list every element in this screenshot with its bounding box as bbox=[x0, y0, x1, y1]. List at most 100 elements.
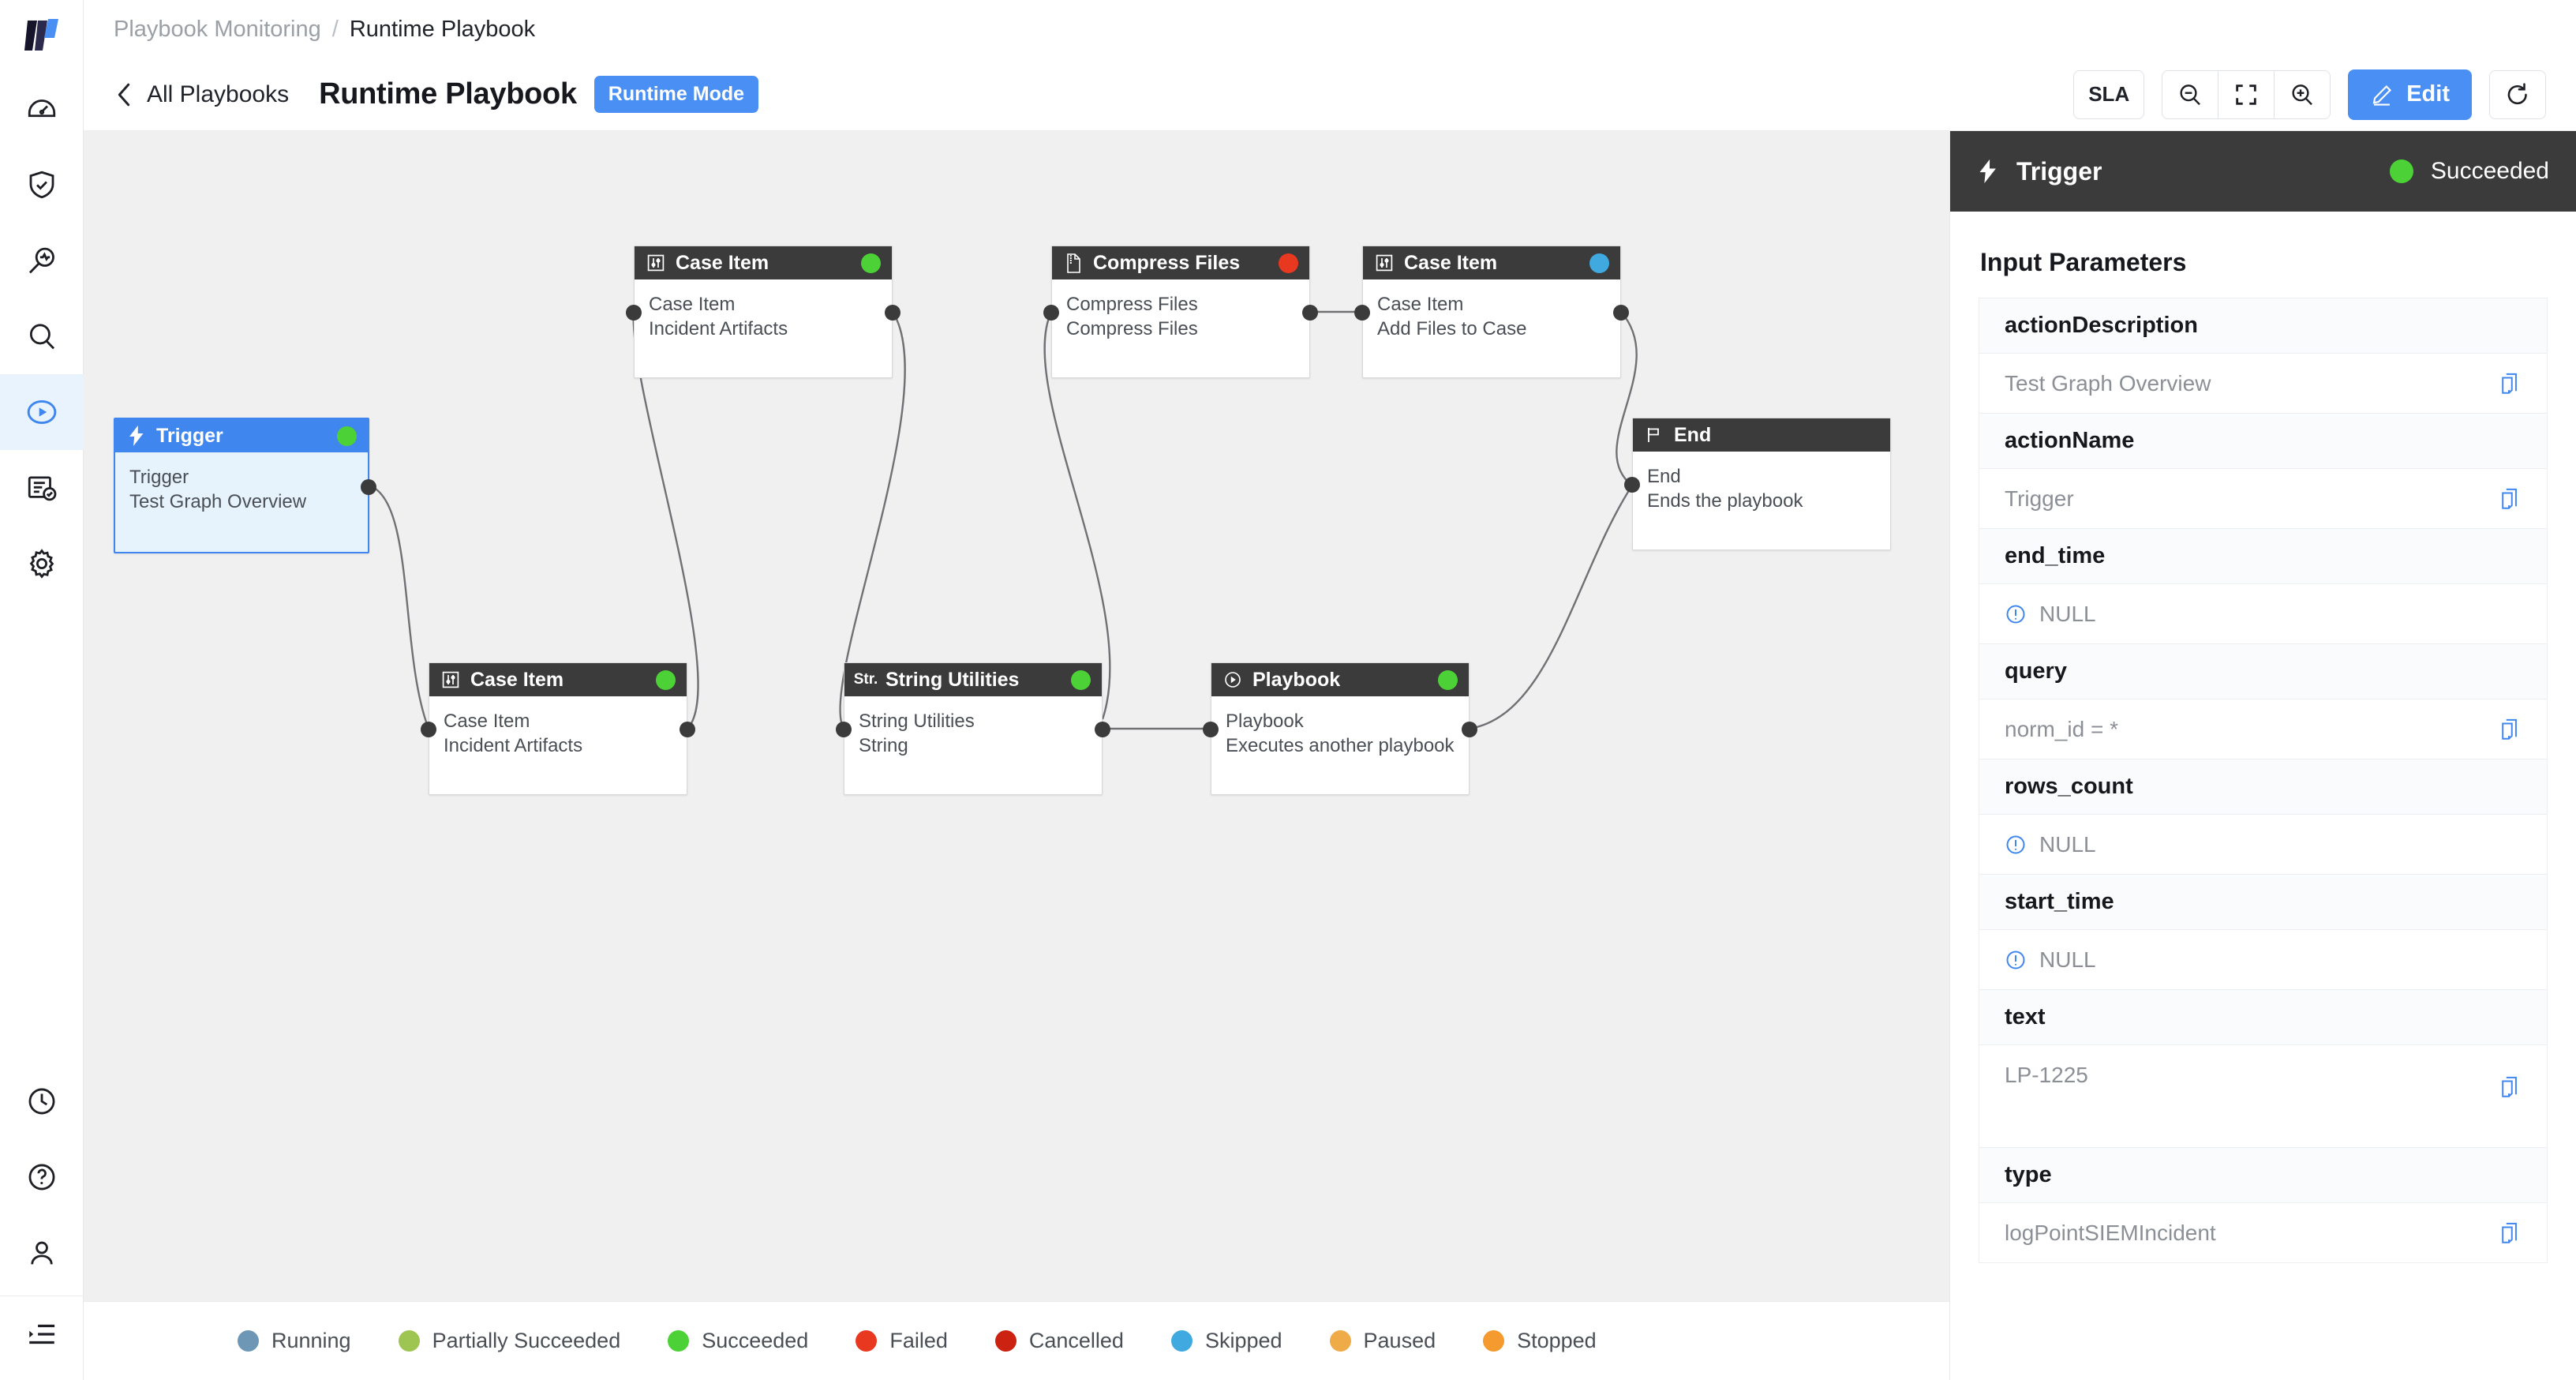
sliders-icon bbox=[646, 253, 666, 273]
sidebar-item-help[interactable] bbox=[0, 1139, 84, 1215]
param-value: Trigger bbox=[2005, 486, 2074, 511]
sidebar-item-history[interactable] bbox=[0, 1063, 84, 1139]
node-status-dot bbox=[1438, 669, 1458, 690]
lightning-icon bbox=[1977, 159, 1999, 184]
zoom-out-button[interactable] bbox=[2162, 69, 2219, 119]
node-port-in[interactable] bbox=[836, 722, 852, 737]
graph-node-playbook[interactable]: Playbook Playbook Executes another playb… bbox=[1203, 662, 1477, 795]
fit-to-screen-button[interactable] bbox=[2218, 69, 2275, 119]
param-value-row[interactable]: norm_id = * bbox=[1979, 699, 2547, 759]
sidebar-item-investigate[interactable] bbox=[0, 223, 84, 298]
logpoint-logo[interactable] bbox=[0, 0, 84, 71]
refresh-button[interactable] bbox=[2489, 69, 2546, 119]
node-body: Case Item Incident Artifacts bbox=[635, 279, 892, 341]
playbook-graph-canvas[interactable]: Trigger Trigger Test Graph Overview bbox=[84, 131, 1949, 1380]
copy-icon[interactable] bbox=[2499, 718, 2522, 741]
node-status-dot bbox=[1071, 669, 1091, 690]
node-port-out[interactable] bbox=[361, 479, 376, 495]
node-header: Compress Files bbox=[1052, 246, 1309, 279]
node-body: End Ends the playbook bbox=[1633, 452, 1890, 513]
breadcrumb-parent[interactable]: Playbook Monitoring bbox=[114, 16, 321, 42]
sidebar-item-security[interactable] bbox=[0, 147, 84, 223]
legend-label: Succeeded bbox=[702, 1329, 809, 1352]
sidebar-item-dashboard[interactable] bbox=[0, 71, 84, 147]
node-port-out[interactable] bbox=[1462, 722, 1477, 737]
param-key: actionName bbox=[1979, 414, 2547, 469]
graph-node-string-utilities[interactable]: Str. String Utilities String Utilities S… bbox=[836, 662, 1110, 795]
graph-node-case-item-3[interactable]: Case Item Case Item Incident Artifacts bbox=[421, 662, 695, 795]
param-key: start_time bbox=[1979, 875, 2547, 930]
clock-icon bbox=[25, 1085, 58, 1118]
node-port-in[interactable] bbox=[421, 722, 436, 737]
param-value: LP-1225 bbox=[2005, 1063, 2088, 1087]
legend-dot-failed bbox=[856, 1330, 878, 1352]
copy-icon[interactable] bbox=[2499, 372, 2522, 396]
input-parameters-title: Input Parameters bbox=[1980, 248, 2187, 276]
param-value: logPointSIEMIncident bbox=[2005, 1220, 2216, 1245]
param-value-row[interactable]: logPointSIEMIncident bbox=[1979, 1203, 2547, 1263]
legend-dot-running bbox=[238, 1330, 259, 1352]
sidebar-item-account[interactable] bbox=[0, 1215, 84, 1291]
node-port-out[interactable] bbox=[1095, 722, 1110, 737]
legend-label: Skipped bbox=[1204, 1329, 1282, 1352]
copy-icon[interactable] bbox=[2499, 1221, 2522, 1245]
graph-inner: Trigger Trigger Test Graph Overview bbox=[84, 131, 1949, 1380]
zoom-in-button[interactable] bbox=[2274, 69, 2331, 119]
play-circle-icon bbox=[24, 395, 59, 429]
node-port-out[interactable] bbox=[680, 722, 695, 737]
panel-node-title: Trigger bbox=[2016, 156, 2102, 186]
panel-header: Trigger Succeeded bbox=[1950, 131, 2576, 212]
node-line-2: String bbox=[859, 735, 908, 757]
node-line-2: Compress Files bbox=[1066, 318, 1198, 340]
node-port-in[interactable] bbox=[1043, 305, 1059, 321]
sla-button[interactable]: SLA bbox=[2073, 69, 2145, 119]
graph-node-trigger[interactable]: Trigger Trigger Test Graph Overview bbox=[114, 418, 376, 553]
legend-label: Cancelled bbox=[1028, 1329, 1124, 1352]
param-value-row[interactable]: Test Graph Overview bbox=[1979, 354, 2547, 414]
shield-check-icon bbox=[25, 168, 58, 201]
back-to-all-playbooks[interactable]: All Playbooks bbox=[114, 81, 289, 108]
user-icon bbox=[25, 1236, 58, 1269]
node-port-in[interactable] bbox=[626, 305, 642, 321]
edit-button[interactable]: Edit bbox=[2348, 69, 2472, 120]
node-port-out[interactable] bbox=[885, 305, 900, 321]
node-port-in[interactable] bbox=[1624, 477, 1640, 493]
sidebar-item-search[interactable] bbox=[0, 298, 84, 374]
node-port-out[interactable] bbox=[1613, 305, 1629, 321]
header-actions: SLA bbox=[2073, 69, 2546, 120]
graph-node-case-item-2[interactable]: Case Item Case Item Add Files to Case bbox=[1354, 246, 1629, 378]
edit-button-label: Edit bbox=[2406, 81, 2450, 107]
copy-icon[interactable] bbox=[2499, 487, 2522, 511]
node-port-in[interactable] bbox=[1354, 305, 1370, 321]
file-zip-icon bbox=[1063, 253, 1084, 273]
legend-item: Failed bbox=[856, 1329, 948, 1353]
status-badge-dot bbox=[2389, 159, 2413, 183]
copy-icon[interactable] bbox=[2499, 1075, 2522, 1099]
fit-to-screen-icon bbox=[2233, 81, 2260, 108]
page-title: Runtime Playbook bbox=[319, 77, 577, 111]
panel-status: Succeeded bbox=[2389, 158, 2549, 185]
node-port-out[interactable] bbox=[1302, 305, 1318, 321]
sidebar-item-reports[interactable] bbox=[0, 450, 84, 526]
node-header: Case Item bbox=[429, 663, 687, 696]
sidebar-item-toggle-menu[interactable] bbox=[0, 1296, 84, 1372]
node-line-1: Case Item bbox=[444, 711, 530, 732]
graph-node-end[interactable]: End End Ends the playbook bbox=[1624, 418, 1891, 550]
node-header: End bbox=[1633, 418, 1890, 452]
param-value-row[interactable]: LP-1225 bbox=[1979, 1045, 2547, 1148]
node-body: String Utilities String bbox=[844, 696, 1102, 758]
node-port-in[interactable] bbox=[1203, 722, 1219, 737]
sliders-icon bbox=[1374, 253, 1395, 273]
node-status-dot bbox=[1279, 253, 1298, 273]
zoom-in-icon bbox=[2289, 81, 2316, 108]
param-value-row[interactable]: Trigger bbox=[1979, 469, 2547, 529]
sidebar-item-settings[interactable] bbox=[0, 526, 84, 602]
legend-item: Skipped bbox=[1170, 1329, 1282, 1353]
graph-node-case-item-1[interactable]: Case Item Case Item Incident Artifacts bbox=[626, 246, 900, 378]
graph-node-compress-files[interactable]: Compress Files Compress Files Compress F… bbox=[1043, 246, 1318, 378]
legend-item: Cancelled bbox=[994, 1329, 1124, 1353]
sidebar-item-playbooks[interactable] bbox=[0, 374, 84, 450]
node-line-2: Executes another playbook bbox=[1226, 735, 1455, 757]
gear-icon bbox=[25, 547, 58, 580]
